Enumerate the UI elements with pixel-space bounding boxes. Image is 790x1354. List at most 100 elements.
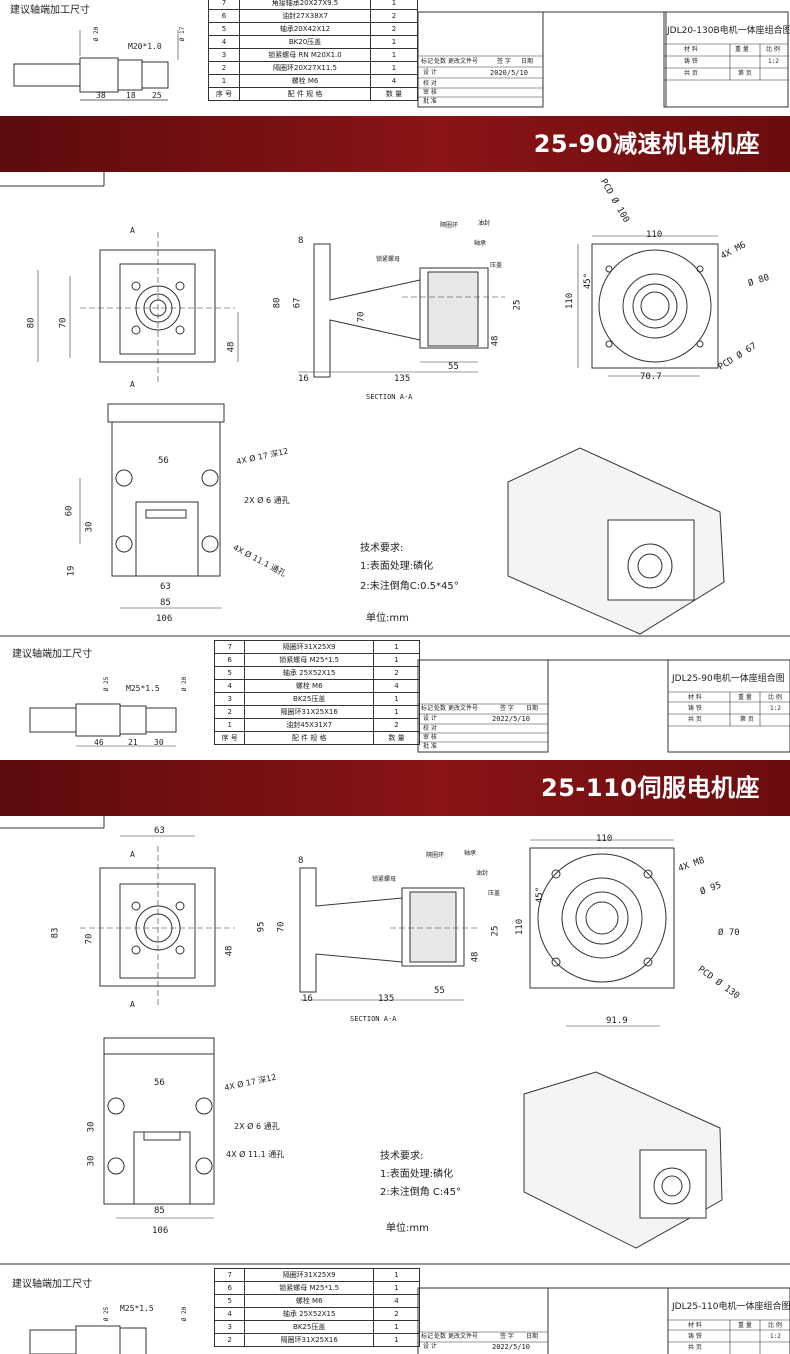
bom-cell-qty: 1 (370, 48, 418, 62)
rev-row: 审 核 (423, 89, 437, 96)
bom-cell-name: 螺栓 M6 (244, 679, 374, 693)
dim-56: 56 (154, 1078, 165, 1088)
callout: 压盖 (490, 262, 503, 269)
bom-cell-name: 配 件 规 格 (244, 731, 374, 745)
bom-cell-name: BK25压盖 (244, 692, 374, 706)
bom-cell-name: 螺栓 M6 (244, 1294, 375, 1308)
bom-cell-no: 5 (213, 666, 246, 680)
drawing-sheet-2 (0, 172, 725, 635)
bom-cell-no: 6 (213, 1281, 246, 1295)
bom-cell-name: 油封45X31X7 (244, 718, 374, 732)
tech-line: 2:未注倒角 C:45° (380, 1187, 461, 1198)
tb-label: 第 页 (738, 70, 752, 77)
bom-cell-name: 隔圈环20X27X11.5 (239, 61, 371, 75)
dim-phi70: Ø 70 (718, 928, 740, 938)
shaft-title: 建议轴端加工尺寸 (12, 1279, 92, 1290)
dim-70-7: 70.7 (640, 372, 662, 382)
rev-row: 设 计 (423, 69, 437, 76)
bom-cell-qty: 2 (372, 666, 421, 680)
bom-cell-no: 序 号 (208, 87, 240, 101)
dim-85: 85 (154, 1206, 165, 1216)
drawing-title: JDL20-130B电机一体座组合图 (667, 26, 790, 36)
dim-30: 30 (84, 521, 95, 533)
dim-63: 63 (154, 826, 165, 836)
tb-label: 铸 铁 (684, 58, 698, 65)
dim-38: 38 (96, 91, 106, 100)
bom-cell-qty: 2 (370, 9, 418, 23)
tb-label: 共 页 (684, 70, 698, 77)
bom-cell-qty: 2 (372, 718, 421, 732)
dim-110: 110 (646, 230, 663, 240)
tb-label: 材 料 (688, 694, 702, 701)
dim-70: 70 (276, 921, 287, 933)
dim-110: 110 (596, 834, 613, 844)
rev-date: 2022/5/10 (492, 715, 530, 723)
unit-note: 单位:mm (386, 1223, 429, 1234)
banner-title: 25-90减速机电机座 (533, 130, 760, 158)
bom-cell-no: 1 (213, 718, 246, 732)
bom-cell-qty: 1 (373, 1268, 420, 1282)
section-marker: A (130, 1000, 135, 1009)
rev-col: 标记 (421, 1333, 434, 1340)
dim-21: 21 (128, 738, 138, 747)
bom-cell-no: 6 (213, 653, 246, 667)
bom-cell-name: 锁紧螺母 RN M20X1.0 (239, 48, 371, 62)
dim-48: 48 (226, 341, 237, 353)
callout: 隔圈环 (426, 852, 445, 859)
title-block-1 (663, 11, 789, 108)
bom-cell-no: 2 (208, 61, 240, 75)
bom-cell-qty: 1 (372, 705, 421, 719)
tech-line: 1:表面处理:磷化 (360, 561, 434, 572)
rev-row: 校 对 (423, 80, 437, 87)
dim-19: 19 (66, 565, 77, 577)
tb-label: 比 例 (768, 694, 782, 701)
dim-25: 25 (490, 925, 501, 937)
section-banner-2: 25-110伺服电机座 (0, 760, 790, 816)
dim-80: 80 (26, 317, 37, 329)
tb-label: 比 例 (768, 1322, 782, 1329)
tb-scale: 1:2 (770, 705, 781, 712)
dim-46: 46 (94, 738, 104, 747)
shaft-title: 建议轴端加工尺寸 (10, 5, 90, 16)
drawing-title: JDL25-90电机一体座组合图 (672, 674, 785, 684)
rev-col: 日期 (526, 1333, 539, 1340)
dim-phi25: Ø 25 (103, 676, 111, 692)
dim-60: 60 (64, 505, 75, 517)
dim-91-9: 91.9 (606, 1016, 628, 1026)
rev-col: 处数 (434, 58, 447, 65)
callout: 轴承 (474, 240, 487, 247)
dim-8: 8 (298, 236, 304, 246)
bom-cell-name: 轴承20X42X12 (239, 22, 371, 36)
callout: 压盖 (488, 890, 501, 897)
bom-cell-no: 6 (208, 9, 240, 23)
dim-80: 80 (272, 297, 283, 309)
tb-label: 铸 铁 (688, 705, 702, 712)
bom-cell-name: 锁紧螺母 M25*1.5 (244, 653, 374, 667)
block-3-frame (0, 635, 790, 753)
dim-70: 70 (356, 311, 367, 323)
bom-cell-qty: 2 (373, 1307, 420, 1321)
bom-cell-name: 隔圈环31X25X16 (244, 705, 374, 719)
bom-cell-no: 1 (208, 74, 240, 88)
callout: 油封 (476, 870, 489, 877)
bom-cell-qty: 1 (370, 35, 418, 49)
dim-135: 135 (378, 994, 395, 1004)
tb-label: 共 页 (688, 716, 702, 723)
rev-col: 处数 (434, 1333, 447, 1340)
dim-48: 48 (224, 945, 235, 957)
section-label: SECTION A-A (350, 1015, 397, 1023)
section-marker: A (130, 850, 135, 859)
tb-label: 重 量 (738, 1322, 752, 1329)
bom-cell-qty: 1 (373, 1320, 420, 1334)
bom-cell-qty: 数 量 (372, 731, 421, 745)
rev-row: 批 准 (423, 743, 437, 750)
unit-note: 单位:mm (366, 613, 409, 624)
tb-label: 比 例 (766, 46, 780, 53)
